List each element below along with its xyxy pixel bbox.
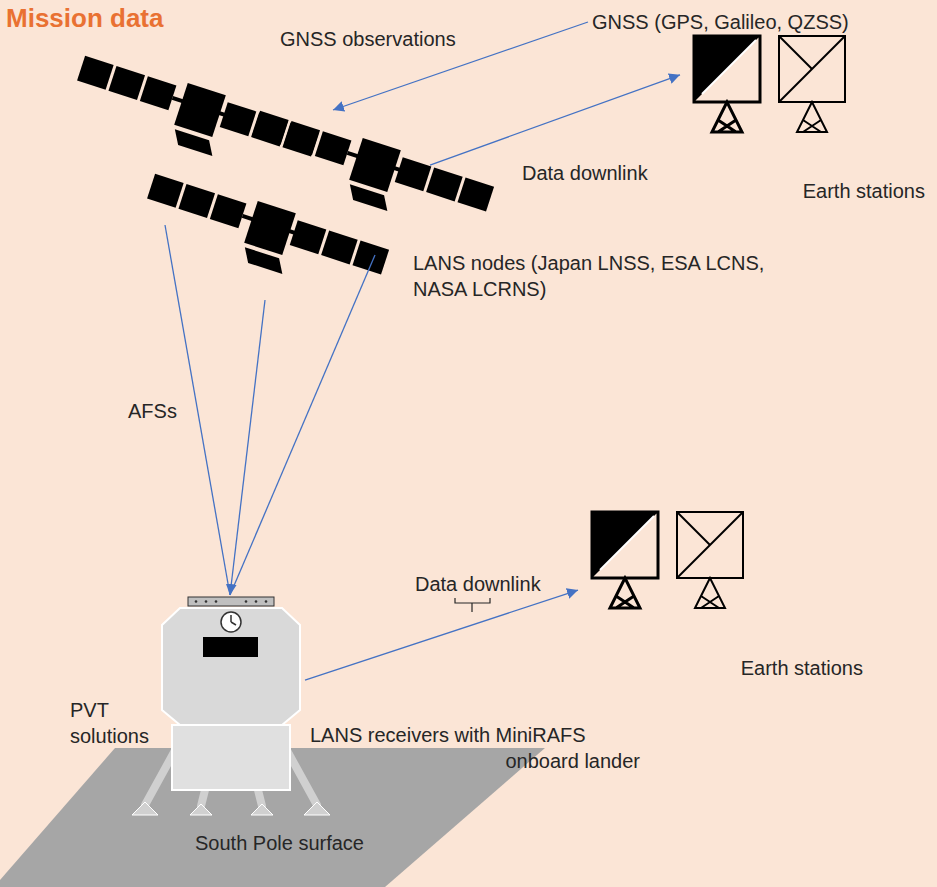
node-label: LANS receivers with MiniRAFS onboard lan… xyxy=(310,722,640,774)
diagram-title: Mission data xyxy=(6,2,163,36)
node-label: LANS nodes (Japan LNSS, ESA LCNS, NASA L… xyxy=(413,250,813,302)
edge-label: Data downlink xyxy=(522,160,648,186)
edge-label: AFSs xyxy=(128,398,177,424)
bracket-mark xyxy=(455,598,490,612)
signal-arrow xyxy=(430,75,680,165)
pvt-label: PVT solutions xyxy=(70,697,162,749)
lander: LANS receivers with MiniRAFS onboard lan… xyxy=(155,595,305,725)
lans-nodes: LANS nodes (Japan LNSS, ESA LCNS, NASA L… xyxy=(100,110,430,300)
node-label: Earth stations xyxy=(578,655,868,681)
edge-label: Data downlink xyxy=(415,571,541,597)
earth-stations: Earth stations xyxy=(578,505,868,690)
afs-extra-lines xyxy=(165,225,375,595)
signal-arrow xyxy=(230,300,265,595)
node-label: GNSS (GPS, Galileo, QZSS) xyxy=(588,6,928,38)
earth-station-dishes xyxy=(592,36,845,608)
surface-label: South Pole surface xyxy=(195,830,395,856)
gnss-constellation: GNSS (GPS, Galileo, QZSS) xyxy=(588,6,928,38)
lander xyxy=(132,597,330,815)
edge-label: GNSS observations xyxy=(280,26,456,52)
earth-stations: Earth stations xyxy=(680,28,930,208)
node-label: Earth stations xyxy=(680,178,930,204)
signal-arrow xyxy=(305,590,578,680)
